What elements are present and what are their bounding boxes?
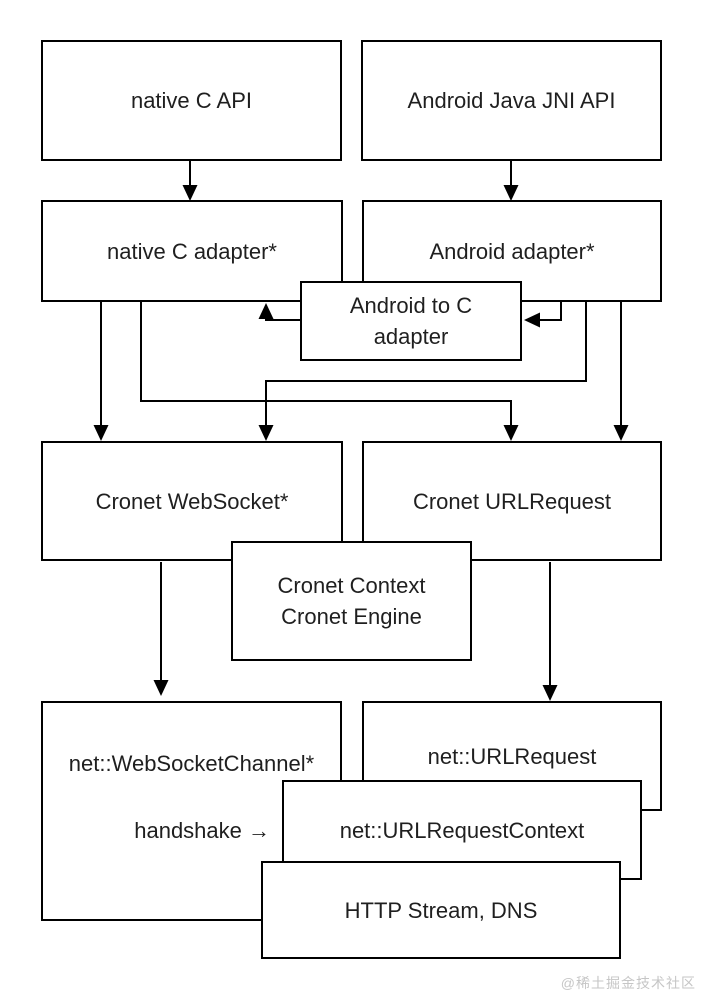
arrowhead	[258, 425, 274, 441]
node-label-line1: Cronet Context	[277, 573, 426, 598]
arrowhead	[542, 685, 558, 701]
node-label: HTTP Stream, DNS	[344, 897, 538, 923]
arrowhead	[503, 185, 519, 201]
node-label: net::WebSocketChannel*	[68, 751, 315, 776]
arrowhead	[613, 425, 629, 441]
arrowhead	[93, 425, 109, 441]
node-label-line2: adapter	[373, 324, 449, 349]
node-label: Android adapter*	[429, 238, 595, 264]
node-label-line2: Cronet Engine	[281, 604, 422, 629]
node-label: native C adapter*	[107, 238, 277, 264]
node-label: Android Java JNI API	[407, 88, 616, 113]
node-android-java-jni-api: Android Java JNI API	[361, 40, 662, 161]
node-label: Cronet URLRequest	[412, 488, 612, 514]
node-label: net::URLRequestContext	[339, 817, 585, 843]
node-label-line1: Android to C	[349, 293, 473, 318]
arrowhead	[503, 425, 519, 441]
arrowhead	[524, 312, 540, 328]
node-native-c-api: native C API	[41, 40, 342, 161]
node-android-to-c-adapter: Android to C adapter	[300, 281, 522, 361]
edge-androidtoc-to-nativecadapter	[265, 318, 300, 321]
handshake-annotation: handshake →	[134, 818, 270, 843]
edge-androidadapter-to-androidtoc	[540, 302, 562, 321]
node-label: net::URLRequest	[427, 743, 597, 769]
arrowhead	[153, 680, 169, 696]
node-label: Cronet WebSocket*	[95, 488, 289, 514]
node-native-c-adapter: native C adapter*	[41, 200, 343, 302]
node-http-stream-dns: HTTP Stream, DNS	[261, 861, 621, 959]
node-label: native C API	[130, 88, 253, 113]
node-cronet-context-engine: Cronet Context Cronet Engine	[231, 541, 472, 661]
arrowhead	[258, 303, 274, 319]
arrowhead	[182, 185, 198, 201]
watermark: @稀土掘金技术社区	[560, 975, 696, 991]
